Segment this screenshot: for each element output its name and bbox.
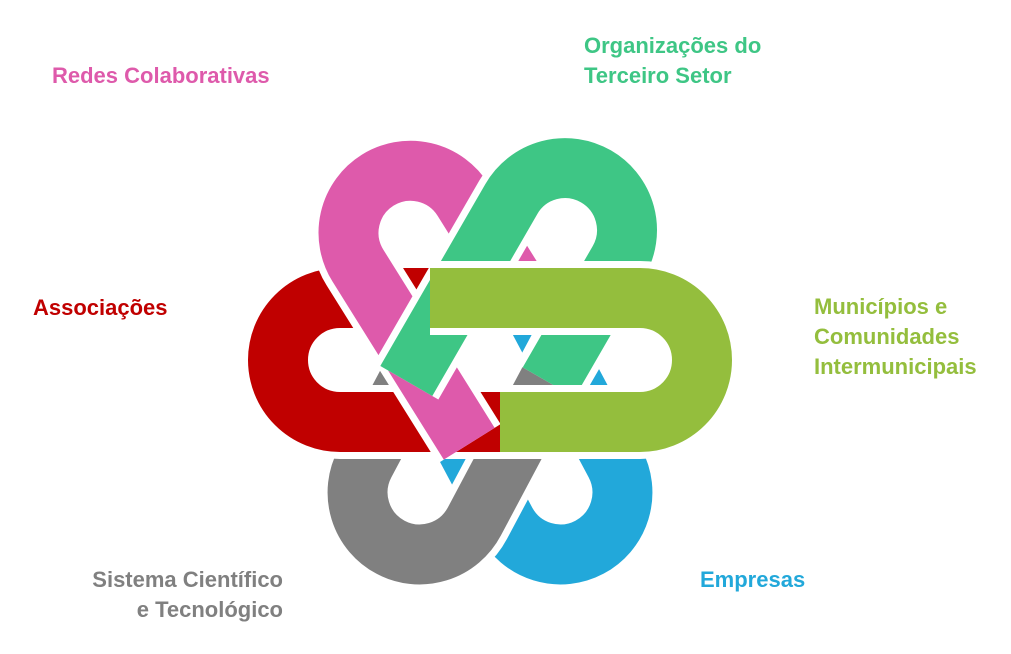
label-municipios-comunidades: Municípios e Comunidades Intermunicipais — [814, 292, 977, 382]
knot-loops — [241, 131, 739, 592]
label-line: Intermunicipais — [814, 354, 977, 379]
loop-band — [430, 268, 732, 452]
loop-sist — [320, 318, 606, 592]
loop-band — [413, 263, 653, 585]
loop-org — [374, 131, 664, 401]
label-line: Sistema Científico — [92, 567, 283, 592]
label-line: Empresas — [700, 567, 806, 592]
label-empresas: Empresas — [700, 565, 805, 595]
label-sistema-cientifico: Sistema Científico e Tecnológico — [70, 565, 283, 625]
label-line: Associações — [33, 295, 168, 320]
label-line: Terceiro Setor — [584, 63, 732, 88]
label-associacoes: Associações — [33, 293, 168, 323]
loop-band — [318, 140, 563, 460]
label-line: Comunidades — [814, 324, 960, 349]
label-redes-colaborativas: Redes Colaborativas — [52, 61, 270, 91]
loop-band — [327, 322, 600, 585]
loop-assoc — [241, 261, 550, 459]
loop-emp — [407, 260, 660, 592]
loop-band — [380, 138, 657, 398]
label-organizacoes-terceiro-setor: Organizações do Terceiro Setor — [584, 31, 761, 91]
loop-redes — [311, 133, 569, 464]
loop-band — [248, 268, 550, 452]
label-line: Organizações do — [584, 33, 762, 58]
label-line: e Tecnológico — [136, 597, 283, 622]
label-line: Municípios e — [814, 294, 948, 319]
label-line: Redes Colaborativas — [52, 63, 270, 88]
loop-munic — [430, 261, 739, 459]
